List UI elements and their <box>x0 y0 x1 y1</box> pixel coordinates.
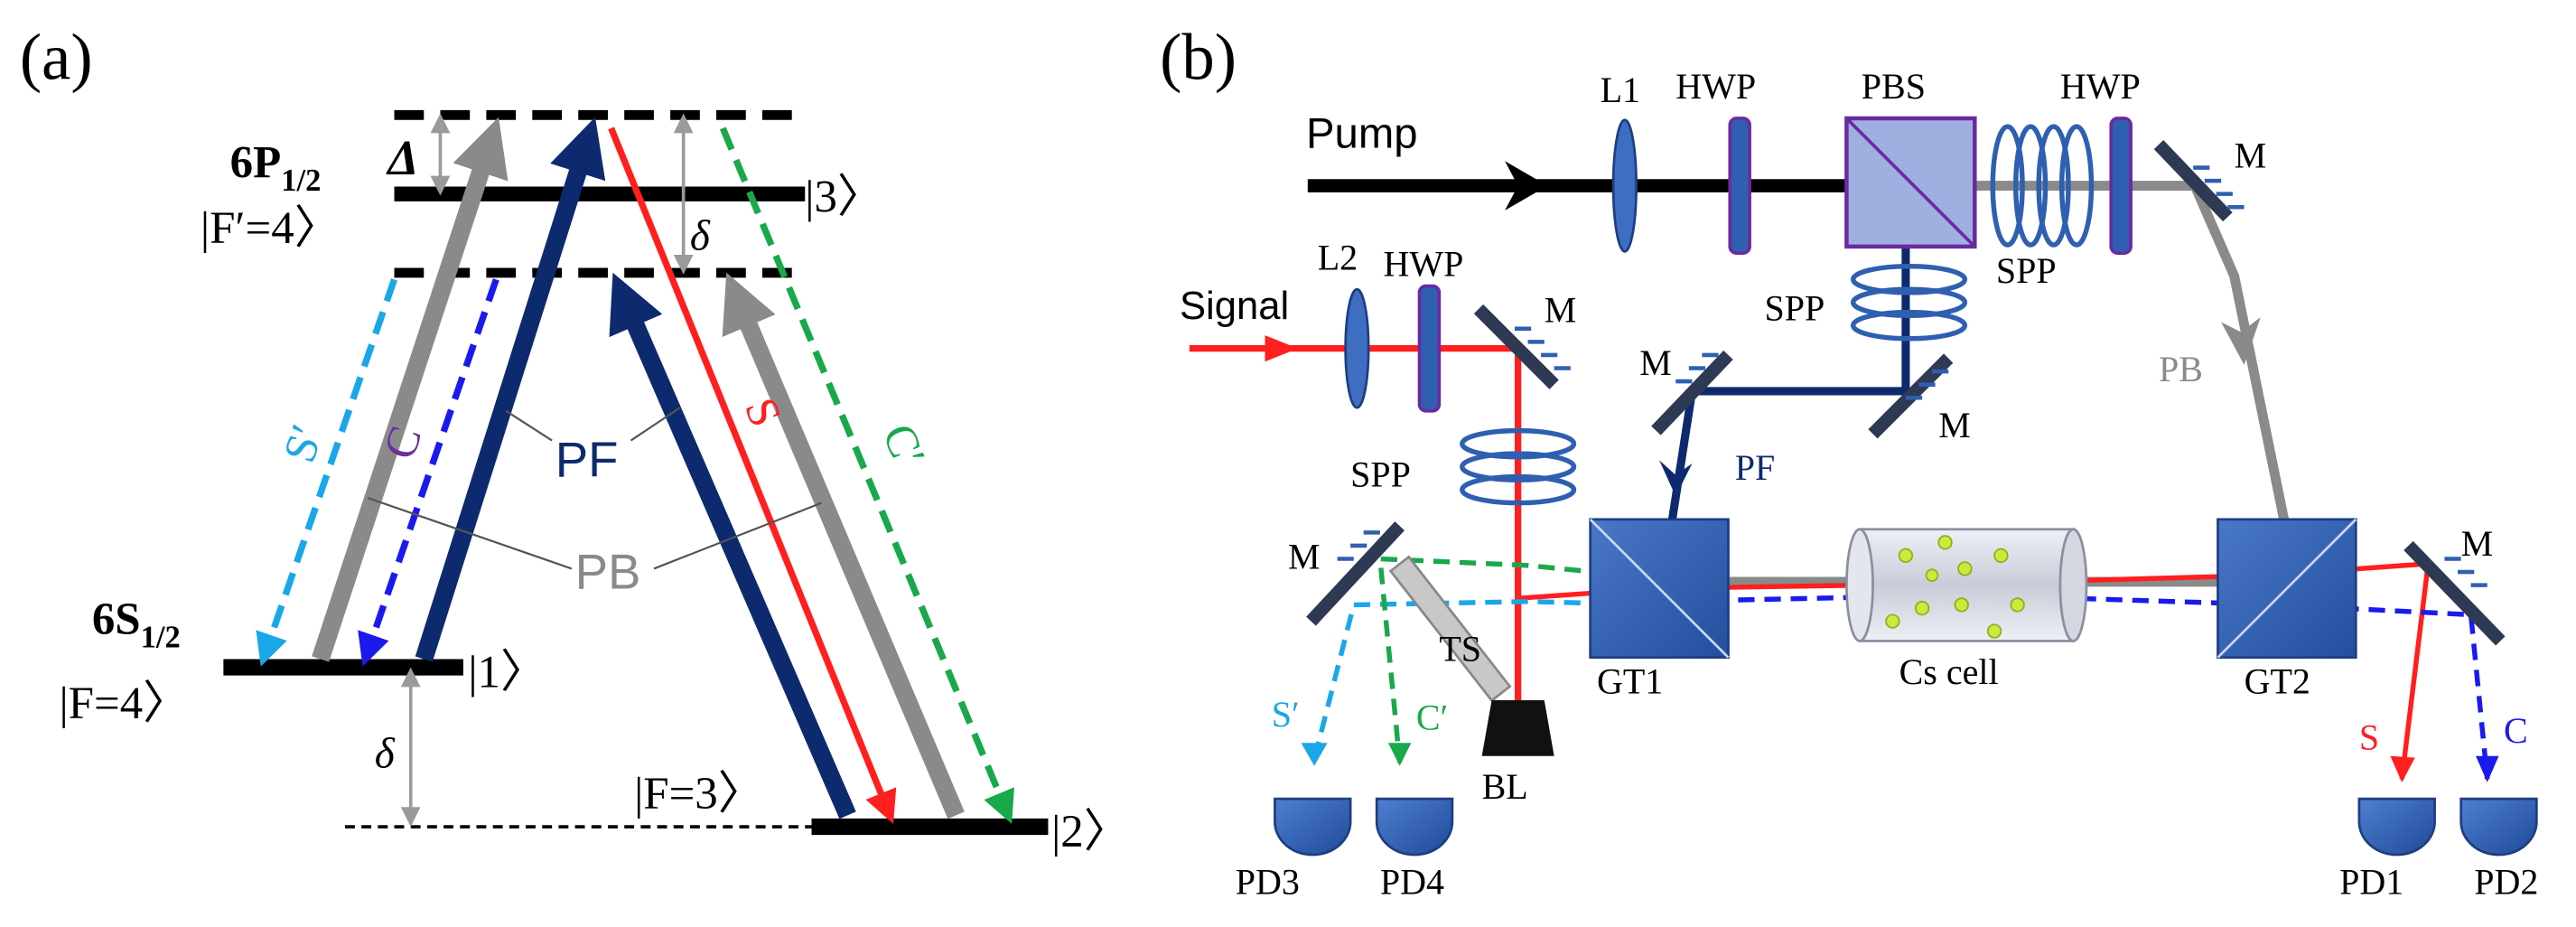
c-arrow <box>358 278 499 667</box>
pd4-detector <box>1375 797 1454 857</box>
cprime-beam-label: C′ <box>873 417 935 474</box>
pb-arrow-right <box>722 272 965 819</box>
lens-l1 <box>1611 118 1638 253</box>
s-detector-arrow <box>2390 755 2415 782</box>
s-output-label: S <box>2359 717 2379 758</box>
pf-leader-left <box>505 409 553 442</box>
spp-horizontal <box>1990 124 2095 248</box>
cs-cell-label: Cs cell <box>1899 651 1999 692</box>
ket-1-label: |1〉 <box>468 647 546 698</box>
panel-a-energy-diagram: (a) 6P1/2 |F′=4〉 Δ |3〉 δ 6S1/2 |F=4〉 <box>20 20 1130 857</box>
pbs-label: PBS <box>1862 66 1926 107</box>
sprime-arrow <box>256 278 397 667</box>
bl-block <box>1481 699 1554 756</box>
pf-label-setup: PF <box>1735 447 1775 488</box>
excited-state-name: 6P1/2 <box>230 137 322 198</box>
delta-small-label: δ <box>690 213 711 260</box>
mirror-pf-right: M <box>1868 353 1971 445</box>
bl-label: BL <box>1482 766 1528 807</box>
spp-horizontal-label: SPP <box>1996 250 2057 291</box>
spp-signal-label: SPP <box>1350 454 1411 494</box>
pd4-label: PD4 <box>1380 862 1444 903</box>
mirror-pf-left-label: M <box>1639 342 1672 383</box>
pbs-diagonal <box>1845 117 1976 248</box>
ts-plate <box>1388 555 1512 703</box>
cprime-detector-arrow <box>1387 743 1412 766</box>
sprime-beam-label: S′ <box>275 419 333 469</box>
mirror-right-output-label: M <box>2461 523 2494 564</box>
sprime-detector-arrow <box>1301 743 1328 766</box>
lens-l1-label: L1 <box>1601 70 1640 110</box>
pd3-detector <box>1274 797 1352 857</box>
panel-a-label: (a) <box>20 20 93 93</box>
pb-label: PB <box>575 544 641 599</box>
pb-label-setup: PB <box>2159 349 2203 389</box>
mirror-signal: M <box>1473 290 1577 389</box>
ts-label: TS <box>1439 628 1481 669</box>
cprime-output-label: C′ <box>1416 698 1448 738</box>
sprime-output-label: S′ <box>1272 694 1300 735</box>
mirror-signal-label: M <box>1545 290 1577 331</box>
spp-signal-vertical <box>1460 427 1577 506</box>
hwp-pb-label: HWP <box>2060 66 2141 107</box>
ground-hyperfine-ket: |F=4〉 <box>59 679 189 729</box>
hwp-pb <box>2109 117 2133 255</box>
c-output-label: C <box>2504 710 2528 751</box>
ket-3-label: |3〉 <box>805 173 883 223</box>
hwp-pump-label: HWP <box>1675 66 1756 107</box>
mirror-pf-right-label: M <box>1938 405 1971 445</box>
signal-direction-arrow <box>1265 335 1298 362</box>
delta-cap-label: Δ <box>386 130 418 185</box>
pump-label: Pump <box>1306 110 1418 158</box>
pf-leader-right <box>630 407 681 442</box>
cprime-arrow <box>719 126 1014 824</box>
pd3-label: PD3 <box>1236 862 1300 903</box>
pb-leader-left <box>368 497 573 570</box>
signal-label: Signal <box>1180 284 1289 328</box>
mirror-pf-left: M <box>1639 342 1733 435</box>
ket-2-label: |2〉 <box>1051 807 1130 857</box>
mirror-pb-top: M <box>2153 136 2267 222</box>
f3-ket-label: |F=3〉 <box>634 769 764 819</box>
pd1-label: PD1 <box>2339 862 2403 903</box>
delta-ground-label: δ <box>375 731 396 778</box>
hwp-signal <box>1417 284 1442 413</box>
panel-b-optical-setup: (b) Pump PB PF Signal S C S′ C′ <box>1160 20 2538 902</box>
pd1-detector <box>2357 797 2436 857</box>
gt1-label: GT1 <box>1597 661 1663 702</box>
pd2-label: PD2 <box>2474 862 2538 903</box>
hwp-signal-label: HWP <box>1383 244 1463 285</box>
pf-label: PF <box>555 433 619 488</box>
mirror-left-output-label: M <box>1288 536 1321 576</box>
lens-l2 <box>1344 287 1370 409</box>
mirror-pb-top-label: M <box>2235 136 2267 176</box>
hwp-pump <box>1728 117 1751 255</box>
pf-direction-arrow <box>1659 460 1693 497</box>
c-detector-arrow <box>2476 755 2499 782</box>
lens-l2-label: L2 <box>1318 237 1358 277</box>
gt2-label: GT2 <box>2245 661 2310 702</box>
panel-b-label: (b) <box>1160 20 1237 93</box>
pump-direction-arrow <box>1505 161 1548 211</box>
ground-state-name: 6S1/2 <box>92 595 181 655</box>
pb-leader-right <box>653 501 822 570</box>
gt2-diagonal <box>2217 518 2357 659</box>
gt1-diagonal <box>1589 518 1730 659</box>
spp-pf-label: SPP <box>1764 288 1825 329</box>
pb-arrow-left <box>312 117 509 662</box>
mirror-left-output: M <box>1288 521 1405 626</box>
mirror-right-output: M <box>2403 523 2506 646</box>
spp-pf-vertical <box>1850 263 1968 342</box>
pf-arrow-left <box>415 117 606 662</box>
pd2-detector <box>2459 797 2538 857</box>
cs-cell <box>1845 528 2088 642</box>
pb-direction-arrow <box>2221 317 2261 365</box>
pf-arrow-right <box>609 272 856 819</box>
excited-hyperfine-ket: |F′=4〉 <box>201 203 341 254</box>
s-arrow <box>608 126 897 824</box>
